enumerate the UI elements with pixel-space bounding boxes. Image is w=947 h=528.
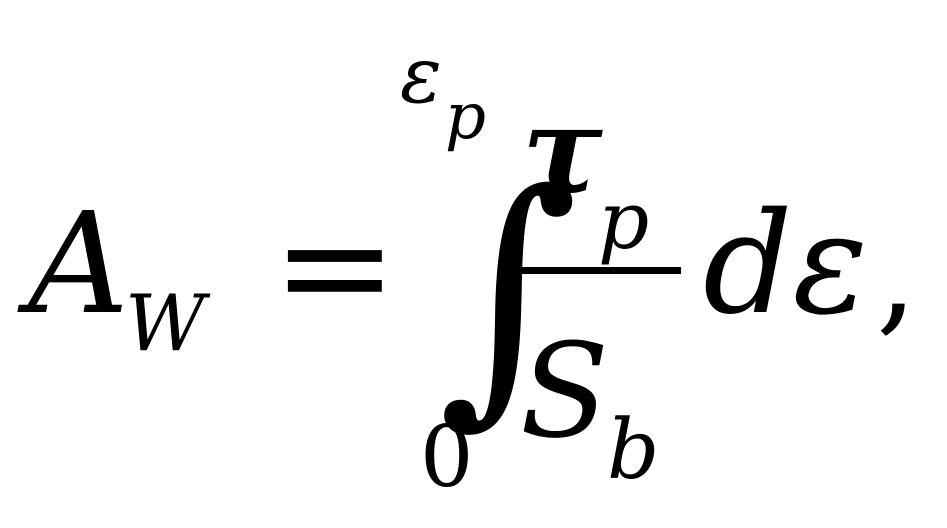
lhs-symbol: A bbox=[17, 183, 129, 346]
denominator-subscript: b bbox=[607, 403, 660, 498]
denominator-symbol: S bbox=[520, 315, 609, 467]
numerator-symbol: τ bbox=[522, 80, 603, 221]
differential: dε bbox=[703, 183, 868, 346]
numerator-subscript: p bbox=[598, 174, 649, 267]
integral-sign: ∫ bbox=[438, 135, 579, 450]
lhs-subscript: W bbox=[125, 279, 211, 369]
lower-limit: 0 bbox=[420, 408, 473, 506]
upper-limit-subscript: p bbox=[445, 80, 486, 154]
equals-sign: = bbox=[272, 180, 398, 354]
upper-limit-symbol: ε bbox=[400, 31, 442, 121]
trailing-comma: , bbox=[876, 197, 917, 349]
fraction-bar bbox=[505, 267, 681, 274]
